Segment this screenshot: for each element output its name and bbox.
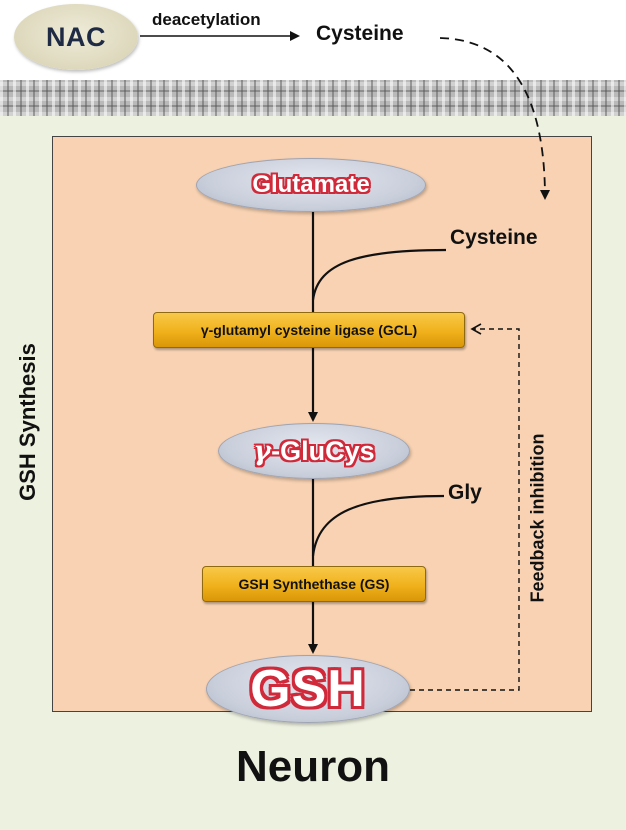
nac-node: NAC (14, 4, 138, 70)
cysteine-input-curve (311, 248, 447, 301)
cysteine-input-label: Cysteine (450, 226, 538, 249)
gcl-enzyme-box: γ-glutamyl cysteine ligase (GCL) (153, 312, 465, 348)
feedback-inhibition-line (410, 323, 520, 691)
cell-membrane (0, 80, 626, 116)
gs-enzyme-label: GSH Synthethase (GS) (238, 576, 390, 592)
deacetylation-label: deacetylation (152, 10, 261, 29)
gsh-node: GSH (206, 655, 410, 723)
gcl-enzyme-label: γ-glutamyl cysteine ligase (GCL) (200, 322, 418, 338)
glutamate-label: Glutamate (252, 171, 370, 198)
gly-input-label: Gly (448, 481, 482, 504)
gsh-label: GSH (250, 660, 366, 718)
cysteine-uptake-arrow (439, 37, 550, 200)
gsh-synthesis-box (52, 136, 592, 712)
glucys-label: γ-GluCys (253, 436, 374, 467)
glucys-gamma: γ (253, 435, 272, 467)
glucys-node: γ-GluCys (218, 423, 410, 479)
extracellular-cysteine-label: Cysteine (316, 22, 404, 45)
nac-label: NAC (46, 21, 106, 52)
glucys-name: -GluCys (271, 435, 375, 466)
neuron-label: Neuron (236, 742, 390, 791)
feedback-inhibition-label: Feedback inhibition (527, 433, 548, 603)
glutamate-node: Glutamate (196, 158, 426, 212)
gly-input-curve (311, 494, 445, 557)
gs-enzyme-box: GSH Synthethase (GS) (202, 566, 426, 602)
